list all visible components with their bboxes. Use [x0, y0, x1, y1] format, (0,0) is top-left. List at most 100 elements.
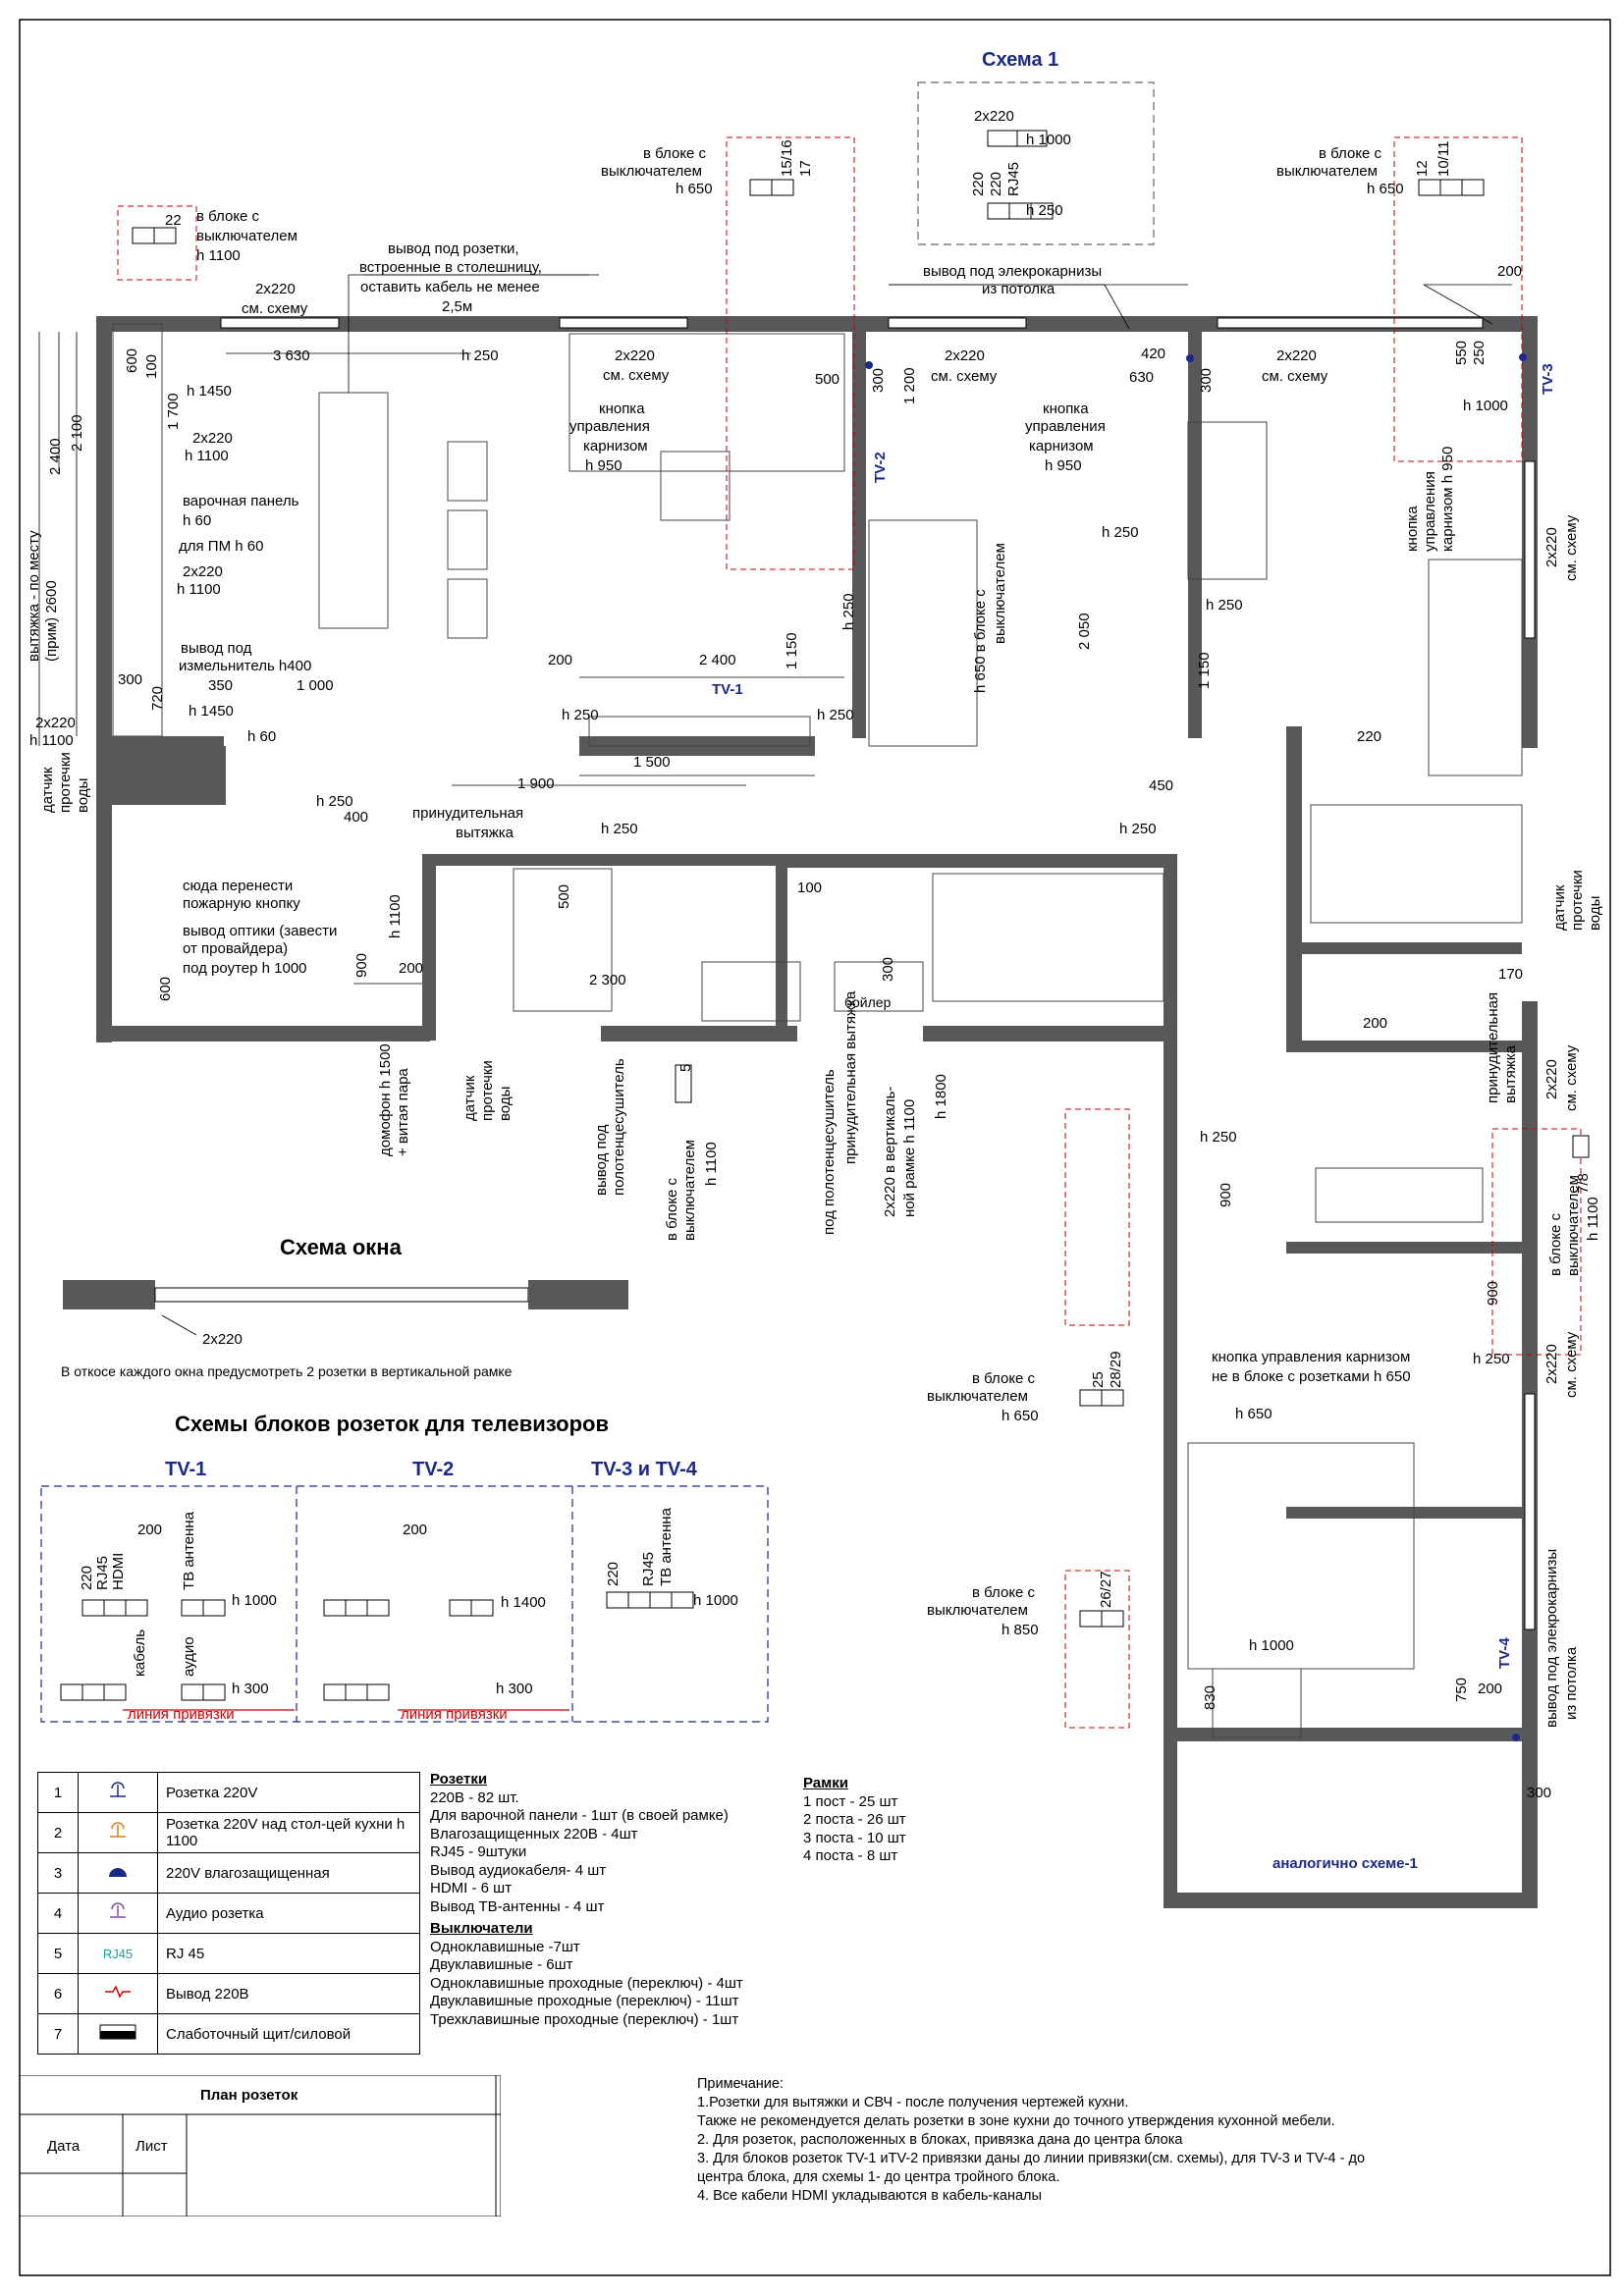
outlet-blocks	[60, 130, 1590, 1701]
tv-scheme-label: 200	[403, 1522, 428, 1538]
binding-line-label: линия привязки	[128, 1706, 235, 1723]
plan-label: принудительная вытяжка	[1485, 991, 1519, 1103]
plan-label: в блоке с	[196, 208, 260, 225]
tv-scheme-label: кабель	[132, 1629, 148, 1677]
plan-label: 25	[1090, 1371, 1107, 1388]
plan-label: вывод под элекрокарнизы	[923, 263, 1103, 280]
plan-label: вывод под розетки,	[388, 240, 519, 257]
plan-label: 12	[1414, 160, 1431, 177]
window-scheme-label: 2x220	[202, 1331, 243, 1348]
plan-label: 250	[1471, 340, 1488, 365]
tv-scheme-label: ТВ антенна	[658, 1508, 675, 1586]
plan-label: h 250	[1473, 1351, 1510, 1367]
plan-label: 2x220	[945, 347, 985, 364]
legend-number: 7	[37, 2013, 79, 2055]
frames-heading: Рамки	[803, 1775, 848, 1791]
plan-label: датчик протечки воды	[39, 752, 91, 813]
spec-line: Трехклавишные проходные (переключ) - 1шт	[430, 2010, 739, 2028]
spec-line: Двуклавишные проходные (переключ) - 11шт	[430, 1993, 739, 2009]
tv-scheme-label: 200	[137, 1522, 163, 1538]
outlets-heading: Розетки	[430, 1771, 488, 1788]
plan-label: h 1100	[185, 448, 229, 464]
plan-label: кнопка управления карнизом	[1212, 1349, 1411, 1365]
spec-line: 220В - 82 шт.	[430, 1789, 519, 1806]
plan-label: выключателем	[927, 1388, 1028, 1405]
legend-row: 3 220V влагозащищенная	[37, 1852, 420, 1894]
plan-label: управления	[1025, 418, 1106, 435]
tv-scheme-label: RJ45	[640, 1551, 657, 1586]
legend-number: 1	[37, 1772, 79, 1813]
plan-label: в блоке с	[1319, 145, 1382, 162]
plan-label: для ПМ h 60	[179, 538, 264, 555]
plan-label: вывод под элекрокарнизы	[1543, 1548, 1560, 1728]
furniture	[112, 323, 1523, 1738]
plan-label: h 250	[1200, 1129, 1237, 1146]
plan-label: 200	[1363, 1015, 1388, 1032]
plan-label: вытяжка - по месту (прим) 2600	[26, 530, 60, 662]
plan-label: домофон h 1500 + витая пара	[377, 1043, 411, 1156]
plan-label: выключателем	[196, 228, 298, 244]
legend-label: Аудио розетка	[157, 1893, 420, 1934]
plan-label: h 1800	[933, 1074, 949, 1119]
legend-row: 5 RJ45 RJ 45	[37, 1933, 420, 1974]
plan-label: датчик протечки воды	[1551, 870, 1603, 931]
tv4-label: TV-4	[1496, 1637, 1513, 1669]
spec-line: Вывод ТВ-антенны - 4 шт	[430, 1897, 605, 1915]
spec-line: RJ45 - 9штуки	[430, 1843, 527, 1860]
plan-label: в блоке с	[643, 145, 707, 162]
plan-label: 300	[118, 671, 143, 688]
title-stamp	[20, 2075, 501, 2216]
plan-label: 200	[1497, 263, 1523, 280]
plan-label: 10/11	[1435, 140, 1452, 177]
notes: Примечание: 1.Розетки для вытяжки и СВЧ …	[697, 2075, 1365, 2206]
spec-line: Одноклавишные проходные (переключ) - 4шт	[430, 1974, 743, 1992]
plan-label: h 650	[1001, 1408, 1039, 1424]
plan-label: принудительная	[412, 805, 524, 822]
tv3-label: TV-3	[1540, 363, 1556, 395]
plan-label: см. схему	[1563, 1044, 1580, 1111]
plan-label: 2 100	[69, 414, 85, 452]
plan-label: h 1450	[189, 703, 234, 720]
spec-line: Влагозащищенных 220В - 4шт	[430, 1825, 638, 1842]
scheme1-label: h 250	[1026, 202, 1063, 219]
legend-row: 4 Аудио розетка	[37, 1893, 420, 1934]
note-line: Также не рекомендуется делать розетки в …	[697, 2113, 1335, 2129]
legend-label: Слаботочный щит/силовой	[157, 2013, 420, 2055]
tv-scheme-label: h 1400	[501, 1594, 546, 1611]
plan-label: h 250	[461, 347, 499, 364]
sheet-border	[19, 19, 1611, 2276]
window-scheme	[63, 1280, 628, 1336]
plan-label: см. схему	[931, 368, 998, 385]
outlet-waterproof-icon	[78, 1852, 158, 1894]
spec-line: 1 пост - 25 шт	[803, 1792, 898, 1810]
plan-label: 900	[1218, 1182, 1234, 1207]
plan-label: 100	[143, 353, 160, 379]
plan-label: 300	[1527, 1785, 1552, 1801]
plan-label: карнизом	[583, 438, 648, 454]
plan-label: h 250	[316, 793, 353, 810]
plan-label: 450	[1149, 777, 1174, 794]
plan-label: h 950	[585, 457, 623, 474]
switches-heading: Выключатели	[430, 1920, 533, 1937]
plan-label: кнопка	[1043, 400, 1089, 417]
plan-label: h 1000	[1249, 1637, 1294, 1654]
outlet-counter-icon	[78, 1812, 158, 1853]
plan-label: 2x220	[183, 563, 223, 580]
plan-label: выключателем	[1276, 163, 1378, 180]
plan-label: от провайдера)	[183, 940, 289, 957]
plan-label: 2x220	[35, 715, 76, 731]
plan-label: кнопка	[599, 400, 645, 417]
notes-heading: Примечание:	[697, 2076, 784, 2092]
tv-scheme-label: h 300	[496, 1681, 533, 1697]
stamp-sheet: Лист	[135, 2138, 168, 2155]
plan-label: в блоке с	[972, 1370, 1036, 1387]
plan-label: 1 900	[517, 775, 555, 792]
legend-row: 2 Розетка 220V над стол-цей кухни h 1100	[37, 1812, 420, 1853]
plan-label: h 950	[1045, 457, 1082, 474]
plan-label: h 850	[1001, 1622, 1039, 1638]
plan-label: вывод под	[181, 640, 252, 657]
tv-scheme-label: h 1000	[693, 1592, 738, 1609]
plan-label: 2x220	[255, 281, 296, 297]
frames-spec: Рамки 1 пост - 25 шт 2 поста - 26 шт 3 п…	[803, 1775, 906, 1866]
plan-label: 2x220	[1543, 1059, 1560, 1099]
